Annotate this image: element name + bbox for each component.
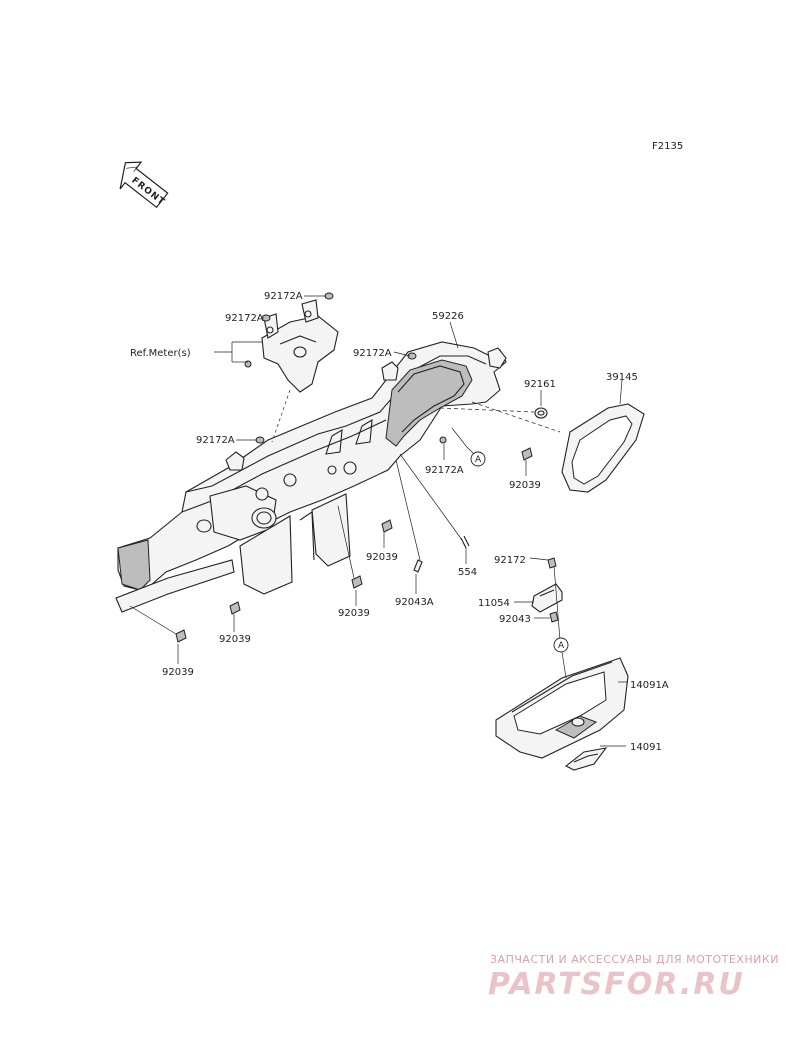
label-92039-left: 92039 [219,634,251,645]
label-92172A-right: 92172A [425,465,464,476]
label-554: 554 [458,567,477,578]
glove-box-14091A [495,657,629,759]
label-92039-bottom: 92039 [162,667,194,678]
watermark-logo: PARTSFOR.RU [488,967,745,1002]
bracket-11054 [531,557,563,623]
seal-ring-39145 [561,403,645,493]
label-11054: 11054 [478,598,510,609]
callout-a-upper: A [470,451,486,467]
callout-a-upper-label: A [475,455,482,465]
label-92172A-left: 92172A [196,435,235,446]
diagram-code: F2135 [652,141,683,152]
label-92039-lower: 92039 [338,608,370,619]
label-92172: 92172 [494,555,526,566]
label-92172A-top: 92172A [264,291,303,302]
callout-a-lower: A [553,637,569,653]
watermark: ЗАПЧАСТИ И АКСЕССУАРЫ ДЛЯ МОТОТЕХНИКИ PA… [488,953,779,1002]
watermark-tagline: ЗАПЧАСТИ И АКСЕССУАРЫ ДЛЯ МОТОТЕХНИКИ [490,953,779,966]
label-92043A: 92043A [395,597,434,608]
label-ref-meter: Ref.Meter(s) [130,348,191,359]
label-14091: 14091 [630,742,662,753]
label-92043: 92043 [499,614,531,625]
callout-a-lower-label: A [558,641,565,651]
label-59226: 59226 [432,311,464,322]
label-92039-center: 92039 [366,552,398,563]
label-92161: 92161 [524,379,556,390]
label-92039-right: 92039 [509,480,541,491]
glove-box-lid-14091 [564,747,608,771]
label-92172A-mid: 92172A [353,348,392,359]
grommet-92161 [534,407,548,419]
front-arrow-icon: FRONT [119,161,169,209]
label-92172A-second: 92172A [225,313,264,324]
meter-bracket [261,299,339,393]
label-39145: 39145 [606,372,638,383]
label-14091A: 14091A [630,680,669,691]
dashboard-panel [115,341,507,613]
leader-lines [129,295,628,747]
hardware-parts [175,292,533,643]
